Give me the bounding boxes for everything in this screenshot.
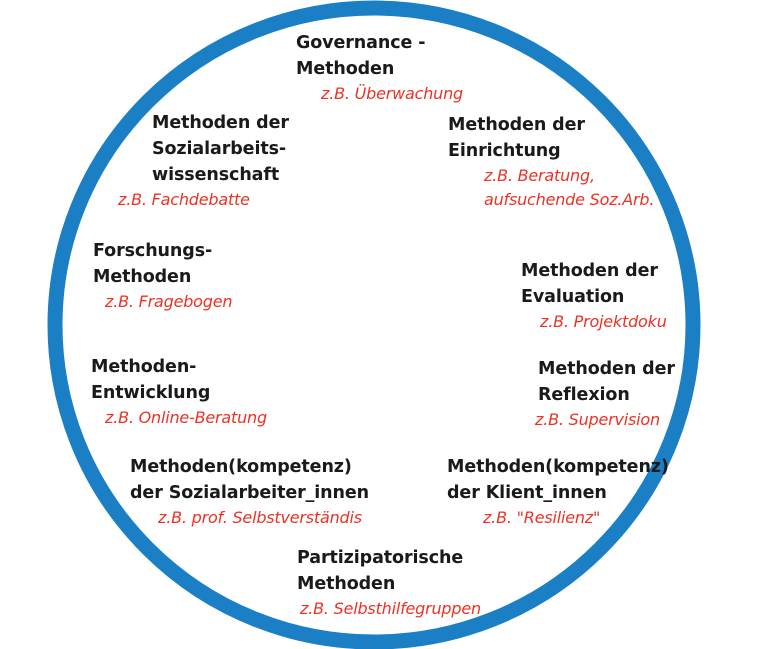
title-line: wissenschaft	[152, 165, 280, 185]
title-line: Methoden(kompetenz)	[447, 457, 669, 477]
label-example-sozialarbeiter-innen: z.B. prof. Selbstverständis	[158, 506, 369, 530]
example-line: z.B. Beratung,	[484, 166, 595, 185]
title-line: der Klient_innen	[447, 483, 607, 503]
example-line: z.B. Selbsthilfegruppen	[300, 599, 481, 618]
title-line: Methoden	[93, 267, 192, 287]
label-example-reflexion: z.B. Supervision	[535, 408, 675, 432]
title-line: Methoden der	[152, 113, 289, 133]
label-title-methodenentwicklung: Methoden- Entwicklung	[91, 354, 267, 406]
label-example-forschung: z.B. Fragebogen	[105, 290, 233, 314]
title-line: Reflexion	[538, 385, 630, 405]
example-line: z.B. Projektdoku	[540, 312, 667, 331]
label-title-forschung: Forschungs- Methoden	[93, 238, 232, 290]
title-line: Methoden	[297, 574, 396, 594]
title-line: Methoden der	[538, 359, 675, 379]
title-line: Methoden der	[521, 261, 658, 281]
example-line: z.B. Fragebogen	[105, 292, 233, 311]
title-line: Methoden(kompetenz)	[130, 457, 352, 477]
label-title-partizipatorisch: Partizipatorische Methoden	[297, 545, 481, 597]
label-title-klient-innen: Methoden(kompetenz) der Klient_innen	[447, 454, 669, 506]
title-line: Evaluation	[521, 287, 625, 307]
title-line: Methoden-	[91, 357, 197, 377]
example-line: z.B. prof. Selbstverständis	[158, 508, 362, 527]
label-block-partizipatorisch: Partizipatorische Methoden z.B. Selbsthi…	[297, 545, 481, 621]
label-example-evaluation: z.B. Projektdoku	[540, 310, 667, 334]
label-block-governance: Governance - Methoden z.B. Überwachung	[296, 30, 463, 106]
label-block-methodenentwicklung: Methoden- Entwicklung z.B. Online-Beratu…	[91, 354, 267, 430]
label-title-governance: Governance - Methoden	[296, 30, 463, 82]
title-line: Einrichtung	[448, 141, 561, 161]
example-line: z.B. Fachdebatte	[118, 190, 250, 209]
example-line: aufsuchende Soz.Arb.	[484, 190, 655, 209]
label-example-methodenentwicklung: z.B. Online-Beratung	[105, 406, 267, 430]
title-line: Entwicklung	[91, 383, 211, 403]
label-block-sozialarbeiter-innen: Methoden(kompetenz) der Sozialarbeiter_i…	[130, 454, 369, 530]
label-block-reflexion: Methoden der Reflexion z.B. Supervision	[535, 356, 675, 432]
title-line: Methoden der	[448, 115, 585, 135]
title-line: der Sozialarbeiter_innen	[130, 483, 370, 503]
label-title-einrichtung: Methoden der Einrichtung	[448, 112, 654, 164]
example-line: z.B. Online-Beratung	[105, 408, 267, 427]
label-title-sozialarbeiter-innen: Methoden(kompetenz) der Sozialarbeiter_i…	[130, 454, 369, 506]
label-example-sozialarbeitswissenschaft: z.B. Fachdebatte	[118, 188, 289, 212]
circle-ring	[47, 0, 701, 649]
label-example-klient-innen: z.B. "Resilienz"	[483, 506, 669, 530]
label-title-reflexion: Methoden der Reflexion	[538, 356, 675, 408]
label-block-einrichtung: Methoden der Einrichtung z.B. Beratung, …	[448, 112, 654, 212]
title-line: Partizipatorische	[297, 548, 464, 568]
label-title-sozialarbeitswissenschaft: Methoden der Sozialarbeits- wissenschaft	[152, 110, 289, 188]
example-line: z.B. Überwachung	[321, 84, 463, 103]
label-block-klient-innen: Methoden(kompetenz) der Klient_innen z.B…	[447, 454, 669, 530]
title-line: Governance -	[296, 33, 426, 53]
label-example-governance: z.B. Überwachung	[321, 82, 463, 106]
label-example-einrichtung: z.B. Beratung, aufsuchende Soz.Arb.	[484, 164, 654, 212]
label-block-evaluation: Methoden der Evaluation z.B. Projektdoku	[521, 258, 667, 334]
label-block-forschung: Forschungs- Methoden z.B. Fragebogen	[93, 238, 233, 314]
label-block-sozialarbeitswissenschaft: Methoden der Sozialarbeits- wissenschaft…	[118, 110, 289, 212]
label-example-partizipatorisch: z.B. Selbsthilfegruppen	[300, 597, 481, 621]
example-line: z.B. "Resilienz"	[483, 508, 601, 527]
title-line: Sozialarbeits-	[152, 139, 287, 159]
label-title-evaluation: Methoden der Evaluation	[521, 258, 667, 310]
title-line: Forschungs-	[93, 241, 213, 261]
example-line: z.B. Supervision	[535, 410, 660, 429]
title-line: Methoden	[296, 59, 395, 79]
